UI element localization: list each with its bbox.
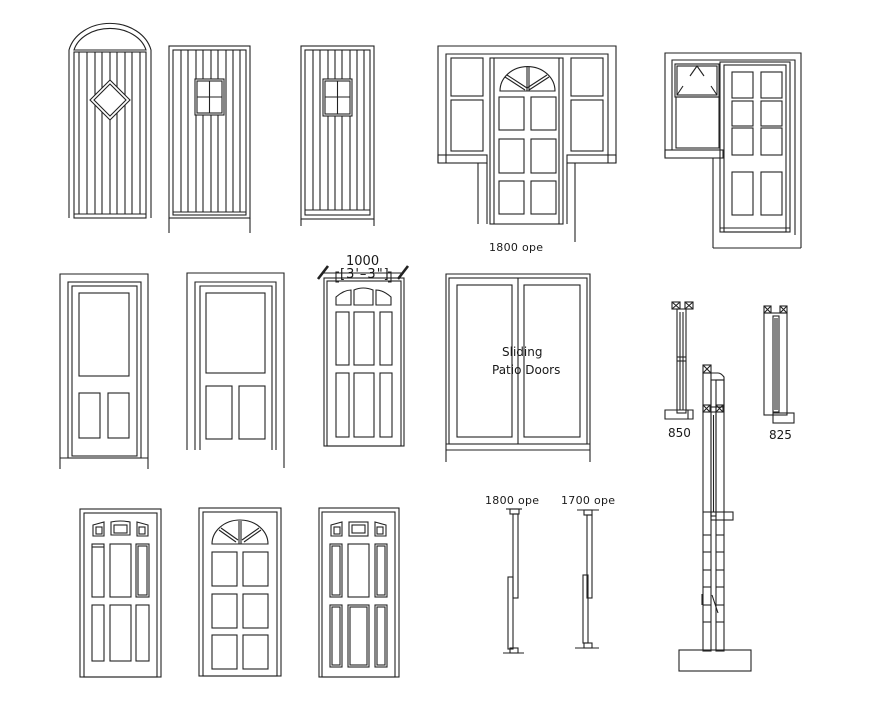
label-section-825: 825 <box>769 428 792 442</box>
boarded-door-4-light-b <box>300 45 375 226</box>
nine-panel-door-b <box>79 508 162 678</box>
half-glazed-door-a <box>59 273 149 469</box>
section-1800 <box>503 508 524 654</box>
label-section-1800: 1800 ope <box>485 494 540 507</box>
arched-boarded-door <box>68 22 152 219</box>
label-1800-ope: 1800 ope <box>489 241 544 254</box>
label-patio-doors: Patio Doors <box>492 363 561 377</box>
label-door-width-mm: 1000 <box>346 254 380 269</box>
half-glazed-door-b <box>186 272 285 468</box>
section-825 <box>763 305 795 424</box>
door-with-side-window <box>664 52 802 249</box>
label-section-1700: 1700 ope <box>561 494 616 507</box>
label-door-width-imperial: [3'–3"] <box>340 267 390 282</box>
boarded-door-4-light-a <box>168 45 251 233</box>
section-1700 <box>575 509 599 649</box>
section-850 <box>664 301 694 420</box>
nine-panel-door <box>316 265 410 447</box>
wall-section <box>678 364 752 672</box>
label-sliding: Sliding <box>502 345 543 359</box>
door-with-sidelights <box>437 45 617 242</box>
nine-panel-door-c <box>318 507 400 678</box>
label-section-850: 850 <box>668 426 691 440</box>
sliding-patio-doors <box>445 273 591 462</box>
fanlight-6-panel-door <box>198 507 282 677</box>
